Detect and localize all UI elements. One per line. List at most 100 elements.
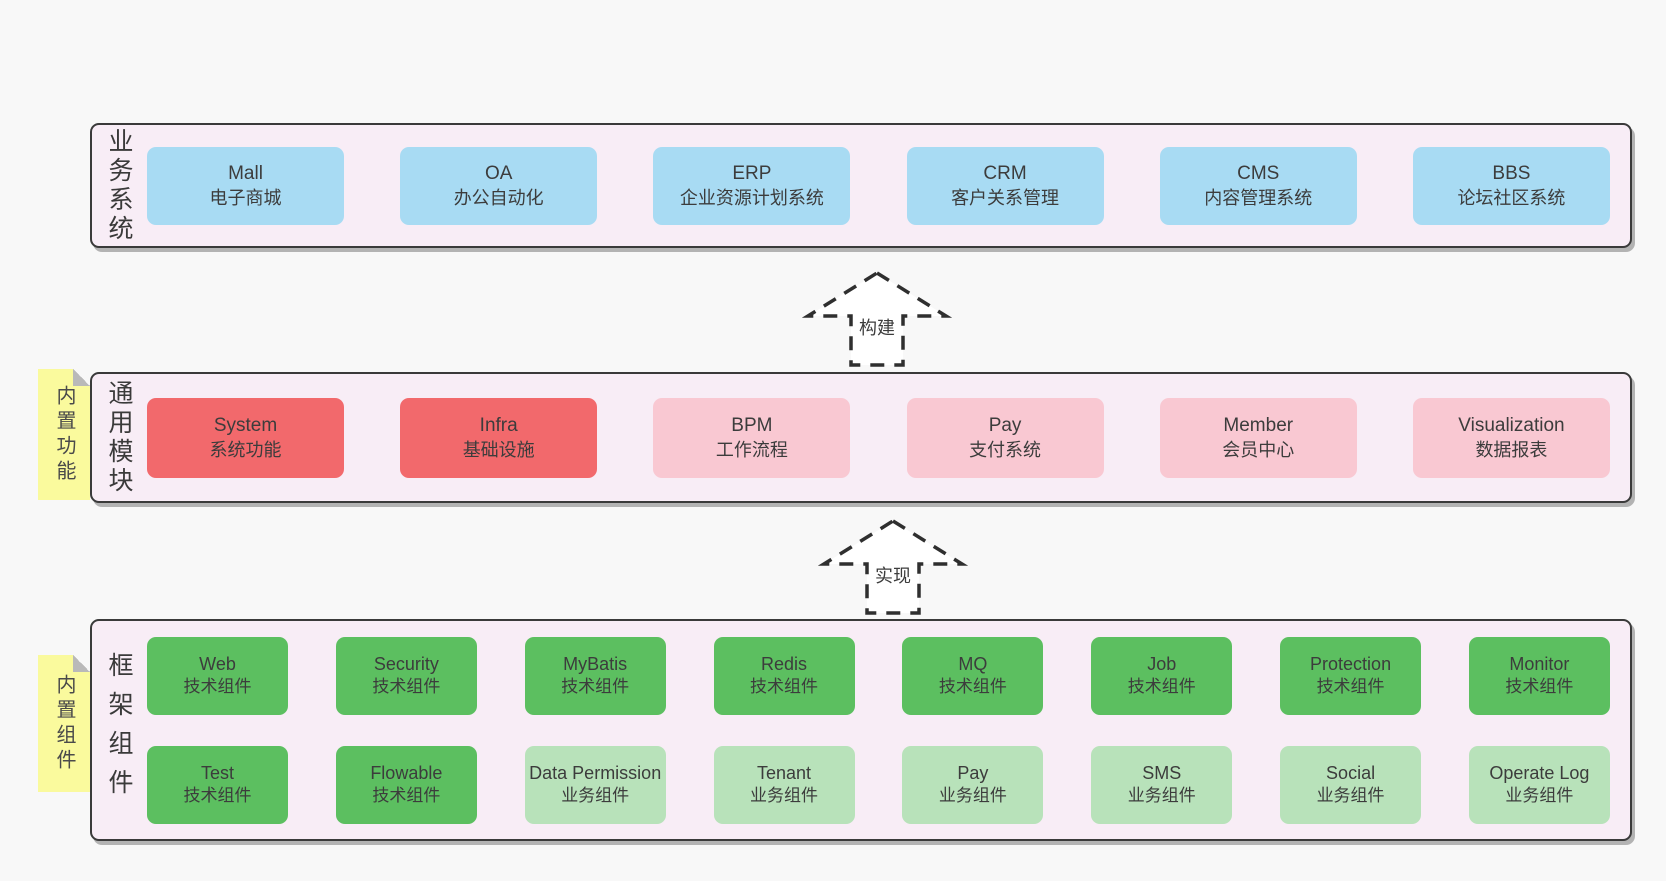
component-row-2: Test 技术组件 Flowable 技术组件 Data Permission … <box>147 745 1610 824</box>
box-title: Member <box>1223 414 1294 436</box>
box-subtitle: 会员中心 <box>1222 440 1295 461</box>
box-subtitle: 支付系统 <box>969 440 1042 461</box>
layer-common-modules: 通用模块 System 系统功能 Infra 基础设施 BPM 工作流程 Pay… <box>90 372 1632 503</box>
box-bbs: BBS 论坛社区系统 <box>1412 146 1610 225</box>
box-title: Redis <box>761 653 808 674</box>
box-flowable: Flowable 技术组件 <box>335 745 477 824</box>
box-subtitle: 客户关系管理 <box>951 188 1060 209</box>
box-subtitle: 企业资源计划系统 <box>679 188 824 209</box>
sticky-note-text: 内置组件 <box>53 673 75 774</box>
box-sms: SMS 业务组件 <box>1091 745 1233 824</box>
box-redis: Redis 技术组件 <box>713 636 855 715</box>
box-subtitle: 办公自动化 <box>453 188 544 209</box>
module-boxes: System 系统功能 Infra 基础设施 BPM 工作流程 Pay 支付系统… <box>131 397 1630 478</box>
box-title: BPM <box>731 414 773 436</box>
box-subtitle: 论坛社区系统 <box>1457 188 1566 209</box>
sticky-note-builtin-features: 内置功能 <box>38 369 90 500</box>
box-oa: OA 办公自动化 <box>400 146 598 225</box>
box-protection: Protection 技术组件 <box>1280 636 1422 715</box>
box-job: Job 技术组件 <box>1091 636 1233 715</box>
box-title: Operate Log <box>1489 762 1590 783</box>
box-title: OA <box>484 162 513 184</box>
box-title: Mall <box>228 162 263 184</box>
box-subtitle: 技术组件 <box>1505 677 1574 697</box>
box-monitor: Monitor 技术组件 <box>1468 636 1610 715</box>
box-subtitle: 业务组件 <box>1127 786 1196 806</box>
box-subtitle: 技术组件 <box>1316 677 1385 697</box>
box-title: SMS <box>1142 762 1182 783</box>
up-arrow-implement: 实现 <box>818 518 968 616</box>
box-mq: MQ 技术组件 <box>902 636 1044 715</box>
box-subtitle: 系统功能 <box>209 440 282 461</box>
box-title: Visualization <box>1458 414 1565 436</box>
sticky-note-builtin-components: 内置组件 <box>38 655 90 792</box>
box-title: Tenant <box>757 762 812 783</box>
box-title: Pay <box>957 762 989 783</box>
layer-framework-components: 框架组件 Web 技术组件 Security 技术组件 MyBatis 技术组件… <box>90 619 1632 841</box>
box-pay-component: Pay 业务组件 <box>902 745 1044 824</box>
box-subtitle: 工作流程 <box>715 440 788 461</box>
box-subtitle: 技术组件 <box>1127 677 1196 697</box>
box-subtitle: 业务组件 <box>561 786 630 806</box>
sticky-note-text: 内置功能 <box>53 384 75 485</box>
box-cms: CMS 内容管理系统 <box>1159 146 1357 225</box>
box-title: Web <box>199 653 236 674</box>
box-subtitle: 技术组件 <box>372 677 441 697</box>
box-data-permission: Data Permission 业务组件 <box>524 745 666 824</box>
box-pay-system: Pay 支付系统 <box>906 397 1104 478</box>
box-subtitle: 业务组件 <box>750 786 819 806</box>
box-subtitle: 数据报表 <box>1475 440 1548 461</box>
box-title: Infra <box>479 414 518 436</box>
arrow-build-label: 构建 <box>856 314 898 340</box>
box-title: Job <box>1147 653 1177 674</box>
box-subtitle: 基础设施 <box>462 440 535 461</box>
box-title: Pay <box>988 414 1022 436</box>
box-subtitle: 技术组件 <box>183 786 252 806</box>
layer-business-systems: 业务系统 Mall 电子商城 OA 办公自动化 ERP 企业资源计划系统 CRM… <box>90 123 1632 248</box>
box-title: Test <box>200 762 234 783</box>
box-subtitle: 技术组件 <box>183 677 252 697</box>
box-web: Web 技术组件 <box>147 636 288 715</box>
box-mall: Mall 电子商城 <box>147 146 344 225</box>
box-infra: Infra 基础设施 <box>400 397 598 478</box>
note-fold-corner-icon <box>73 369 90 386</box>
box-title: MQ <box>958 653 988 674</box>
component-rows: Web 技术组件 Security 技术组件 MyBatis 技术组件 Redi… <box>131 636 1630 824</box>
box-bpm: BPM 工作流程 <box>653 397 851 478</box>
box-title: Social <box>1326 762 1376 783</box>
box-subtitle: 电子商城 <box>209 188 282 209</box>
box-security: Security 技术组件 <box>335 636 477 715</box>
box-subtitle: 技术组件 <box>561 677 630 697</box>
box-subtitle: 内容管理系统 <box>1204 188 1313 209</box>
box-test: Test 技术组件 <box>147 745 288 824</box>
arrow-implement-label: 实现 <box>872 562 914 588</box>
box-visualization: Visualization 数据报表 <box>1412 397 1610 478</box>
box-subtitle: 业务组件 <box>938 786 1007 806</box>
box-social: Social 业务组件 <box>1280 745 1422 824</box>
box-subtitle: 业务组件 <box>1505 786 1574 806</box>
box-title: Security <box>373 653 439 674</box>
box-crm: CRM 客户关系管理 <box>906 146 1104 225</box>
box-title: System <box>213 414 278 436</box>
note-fold-corner-icon <box>73 655 90 672</box>
component-row-1: Web 技术组件 Security 技术组件 MyBatis 技术组件 Redi… <box>147 636 1610 715</box>
box-subtitle: 技术组件 <box>372 786 441 806</box>
box-member: Member 会员中心 <box>1159 397 1357 478</box>
box-title: MyBatis <box>563 653 628 674</box>
box-title: Protection <box>1310 653 1392 674</box>
box-subtitle: 技术组件 <box>750 677 819 697</box>
box-title: Monitor <box>1509 653 1570 674</box>
box-title: CRM <box>983 162 1027 184</box>
box-title: CMS <box>1237 162 1280 184</box>
box-title: Data Permission <box>529 762 662 783</box>
layer-business-label: 业务系统 <box>105 127 133 244</box>
box-tenant: Tenant 业务组件 <box>713 745 855 824</box>
box-subtitle: 技术组件 <box>938 677 1007 697</box>
box-title: Flowable <box>370 762 443 783</box>
layer-modules-label: 通用模块 <box>105 379 133 496</box>
up-arrow-build: 构建 <box>802 270 952 368</box>
layer-components-label: 框架组件 <box>105 652 133 808</box>
box-subtitle: 业务组件 <box>1316 786 1385 806</box>
business-boxes: Mall 电子商城 OA 办公自动化 ERP 企业资源计划系统 CRM 客户关系… <box>131 146 1630 225</box>
